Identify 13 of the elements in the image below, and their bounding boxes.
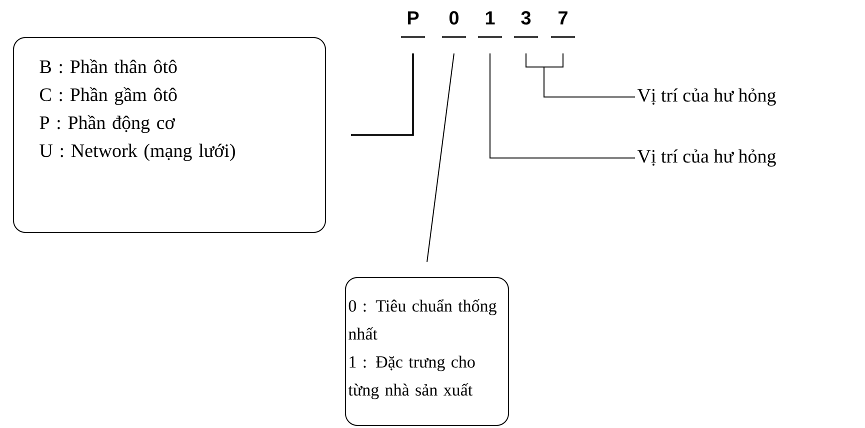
connector-line	[351, 53, 414, 136]
code-character: P	[401, 11, 425, 38]
description-label: Vị trí của hư hỏng	[637, 88, 776, 106]
code-character: 0	[442, 11, 466, 38]
code-character: 7	[551, 11, 575, 38]
text-box: 0 : Tiêu chuẩn thống nhất 1 : Đặc trưng cho từng nhà sản xuất	[345, 277, 509, 426]
connector-line	[490, 52, 636, 158]
text-box: B : Phần thân ôtô C : Phần gầm ôtô P : Phần động cơ U : Network (mạng lưới)	[13, 37, 326, 233]
code-character: 1	[478, 11, 502, 38]
connector-line	[544, 52, 636, 98]
code-character: 3	[514, 11, 538, 38]
connector-line	[426, 52, 454, 262]
description-label: Vị trí của hư hỏng	[637, 149, 776, 167]
